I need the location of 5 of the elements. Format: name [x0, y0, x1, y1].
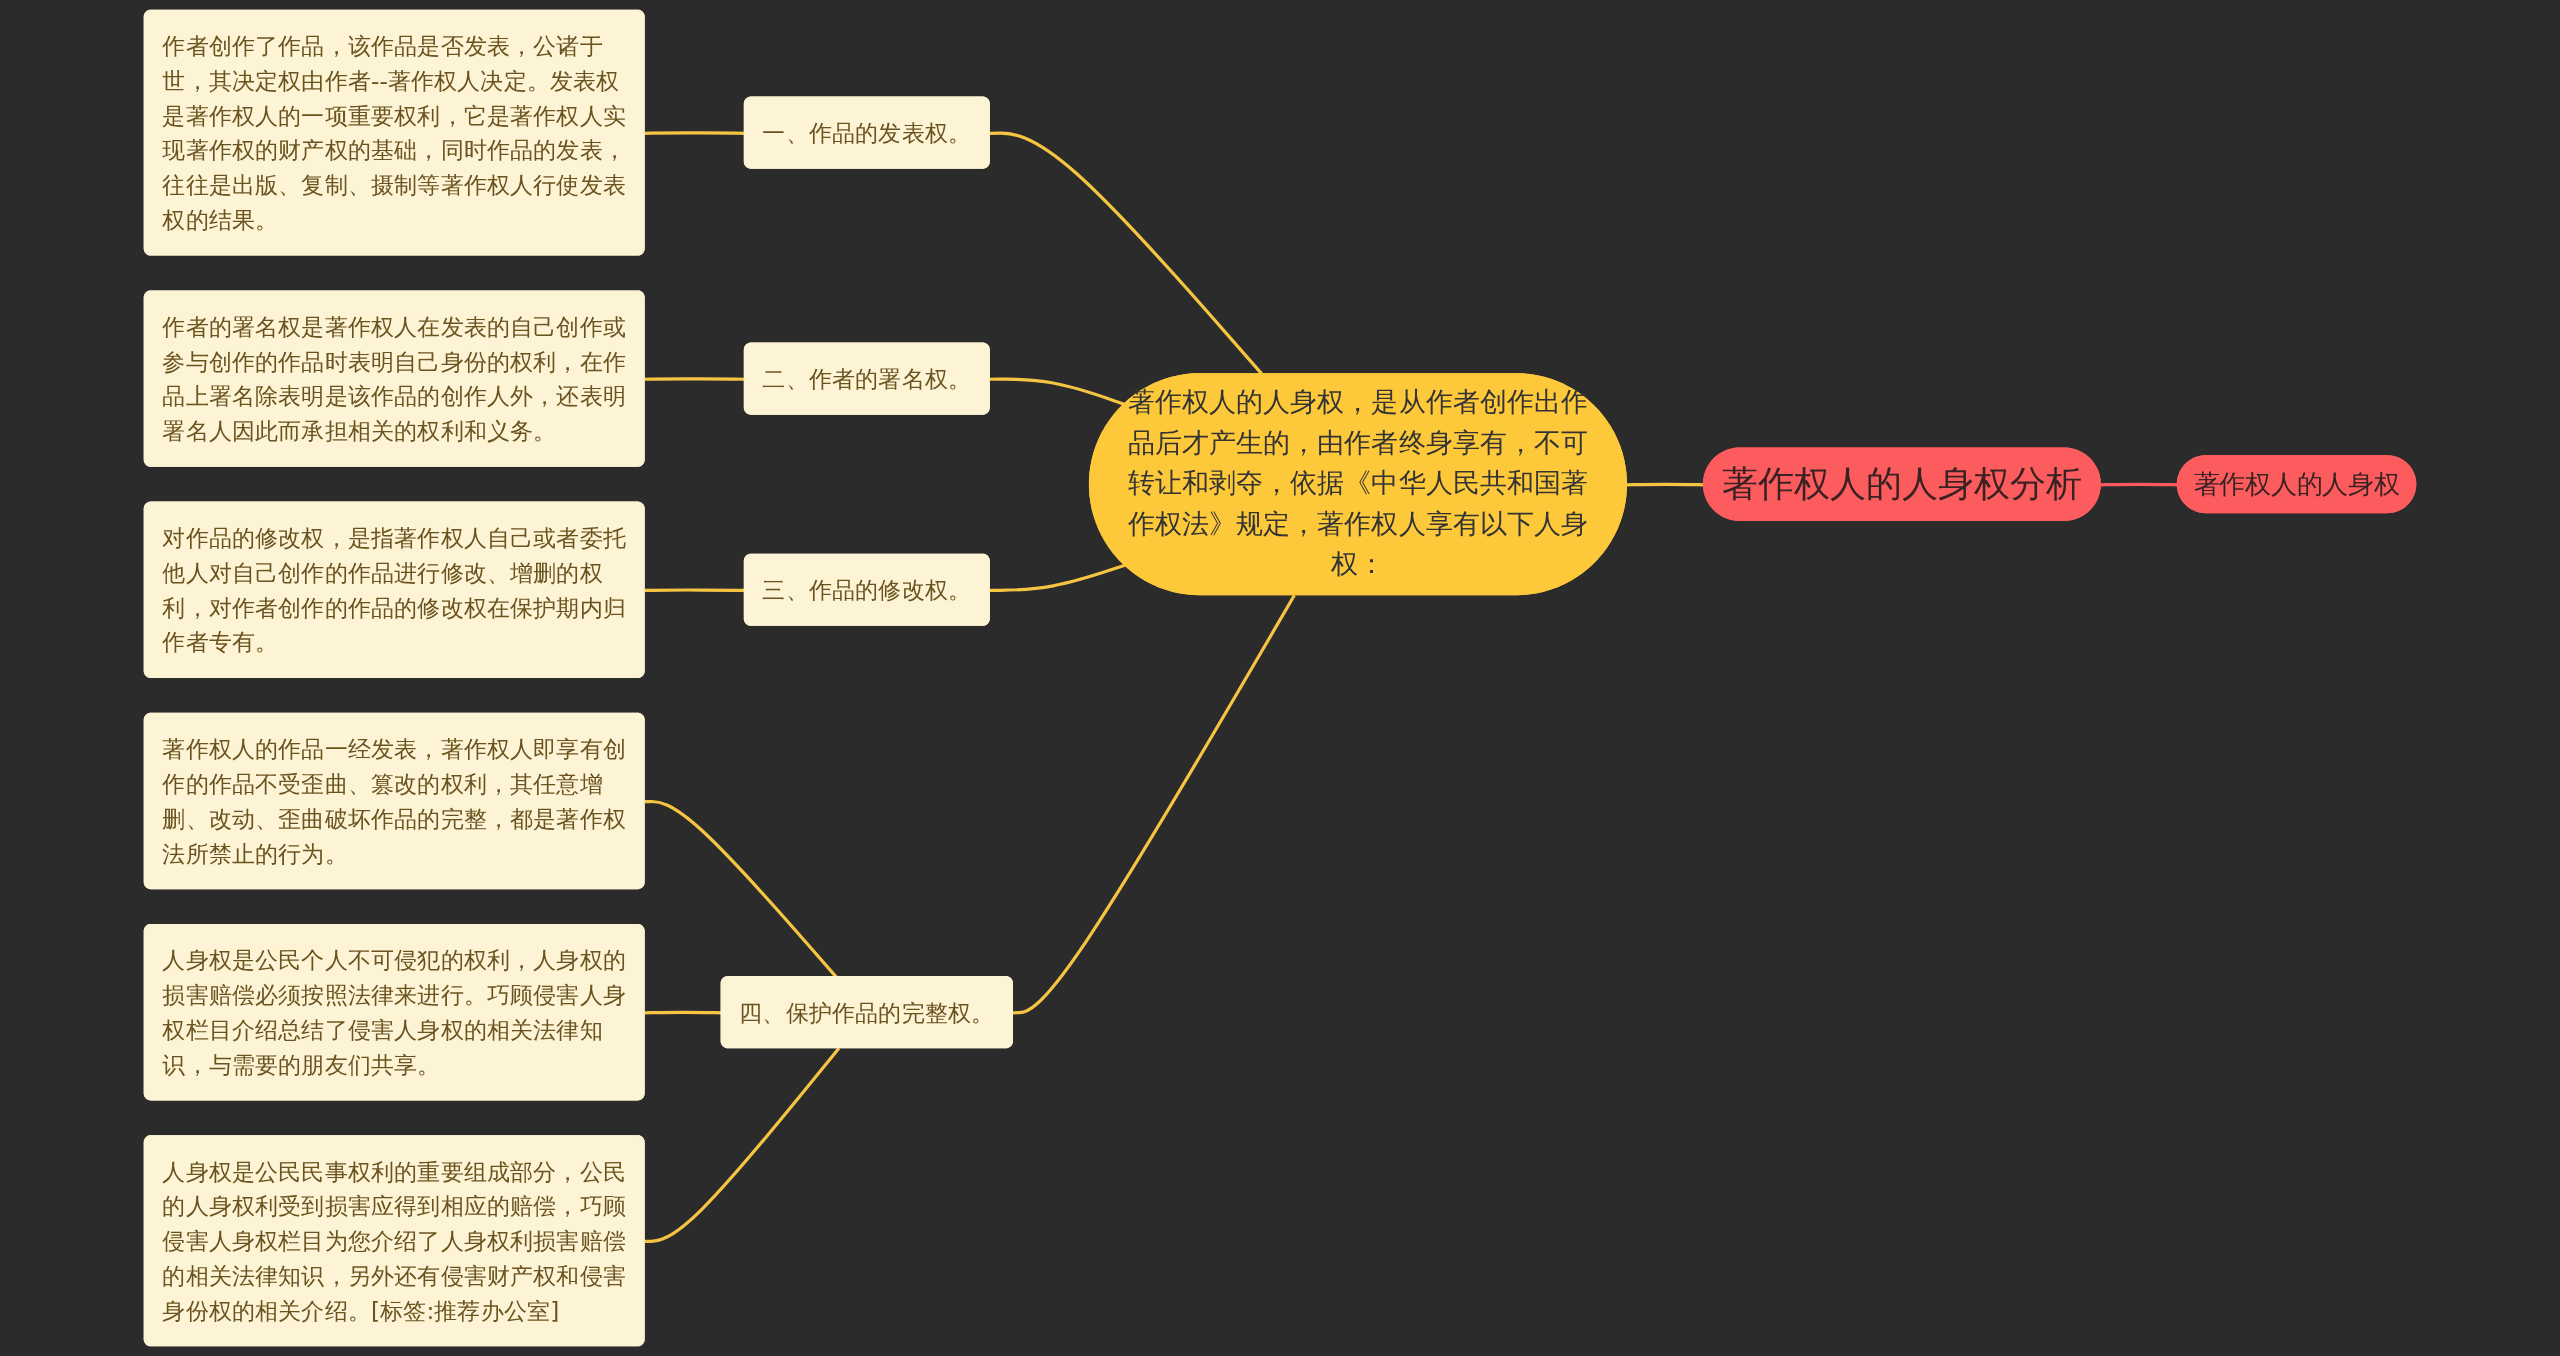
- connector: [644, 1047, 841, 1243]
- connector: [989, 377, 1126, 406]
- connector: [644, 1010, 722, 1015]
- connector: [1012, 594, 1296, 1015]
- connector: [989, 563, 1126, 593]
